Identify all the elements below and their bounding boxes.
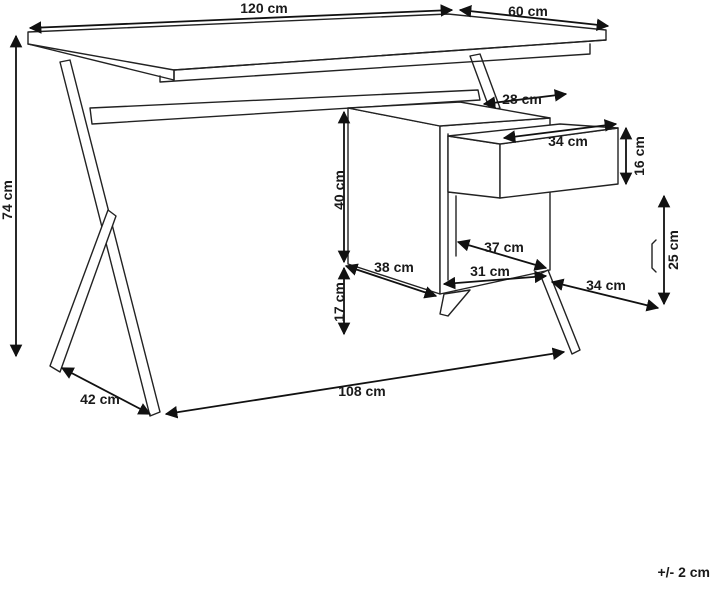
back-rail [89,89,481,125]
cabinet-leg-right [539,269,581,355]
label-drawer-height: 16 cm [631,136,647,176]
label-cabinet-base-width: 31 cm [470,263,510,279]
right-leg-back [469,53,501,111]
label-cabinet-height: 40 cm [331,170,347,210]
label-top-depth: 60 cm [508,3,548,19]
dimension-labels: 120 cm 60 cm 28 cm 34 cm 16 cm 40 cm 74 … [0,0,681,407]
desk-drawing [27,13,619,417]
drawer [447,135,501,199]
label-top-width: 120 cm [240,0,287,16]
dimension-lines [9,4,671,419]
tabletop-underside [159,43,591,83]
cabinet-leg-left [439,289,471,317]
left-leg-back [59,59,161,417]
label-side-depth: 34 cm [586,277,626,293]
cabinet-top [347,101,551,127]
label-opening-height: 25 cm [665,230,681,270]
label-leg-depth: 42 cm [80,391,120,407]
label-drawer-width: 34 cm [548,133,588,149]
label-base-width: 108 cm [338,383,385,399]
label-cabinet-side-depth: 38 cm [374,259,414,275]
label-cabinet-depth: 28 cm [502,91,542,107]
opening-bracket [651,239,657,273]
left-leg-front [49,209,117,373]
label-leg-clearance: 17 cm [331,282,347,322]
tolerance-note: +/- 2 cm [657,564,710,580]
label-desk-height: 74 cm [0,180,15,220]
label-cabinet-inner-width: 37 cm [484,239,524,255]
